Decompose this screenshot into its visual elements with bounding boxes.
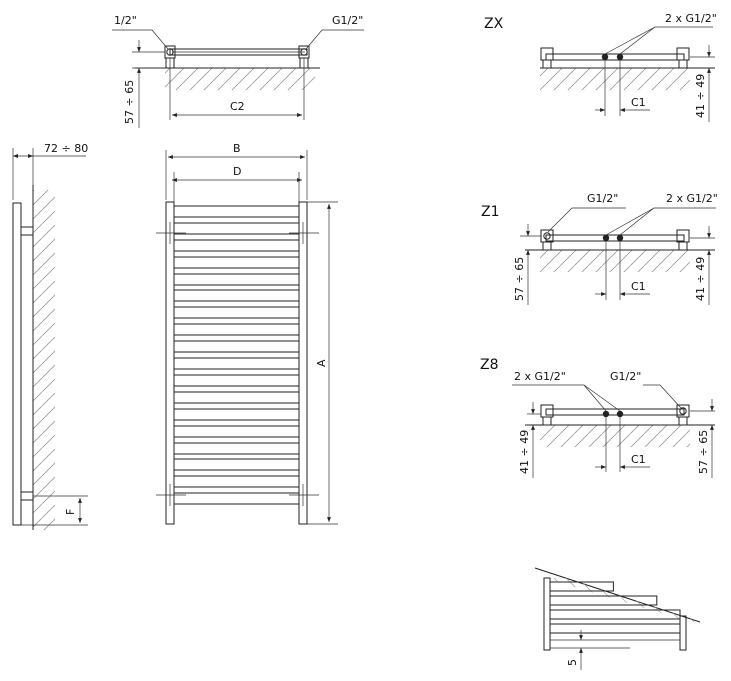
detail-rung [549,623,681,634]
column-right [298,201,308,525]
rung [173,458,300,471]
dim-f: F [64,509,77,515]
left-valve-icon [166,48,174,56]
rung [173,357,300,370]
variant-zx: ZX 2 x G1/2" C1 41 ÷ 49 [484,12,717,122]
rung [173,492,300,505]
label-connection-left: 1/2" [114,14,137,27]
label-z1-left: G1/2" [587,192,618,205]
dim-d: D [233,165,241,178]
rung [173,408,300,421]
bracket-bottom [20,491,34,501]
detail-rungs [549,581,681,634]
rung [173,289,300,302]
pipe-b-icon [616,53,624,61]
right-valve-icon [300,48,308,56]
dim-height-top: 57 ÷ 65 [123,80,136,124]
dim-gap: 5 [566,659,579,666]
z8-valve-icon [679,407,687,415]
label-connection-right: G1/2" [332,14,363,27]
title-zx: ZX [484,16,504,32]
rung [173,256,300,269]
detail-rung [549,581,614,592]
rung [173,205,300,218]
rung [173,374,300,387]
dim-z8-right: 57 ÷ 65 [697,430,710,474]
dim-z1-c1: C1 [631,280,646,293]
wall-hatch [165,68,315,90]
side-wall-hatch [33,190,55,530]
rung [173,273,300,286]
column-left [165,201,175,525]
rung [173,340,300,353]
leader-right [305,29,364,50]
variant-z8: Z8 2 x G1/2" G1/2" 41 ÷ 49 C1 57 ÷ [480,357,715,478]
dim-zx-height: 41 ÷ 49 [694,74,707,118]
dim-zx-c1: C1 [631,96,646,109]
rungs [173,205,300,505]
rung [173,442,300,455]
detail-rung [549,595,658,606]
dim-z1-right: 41 ÷ 49 [694,257,707,301]
dim-depth: 72 ÷ 80 [44,142,88,155]
label-z1-pipes: 2 x G1/2" [666,192,718,205]
detail-view: 5 [534,567,701,670]
label-z8-right: G1/2" [610,370,641,383]
bracket-top [20,226,34,236]
rung [173,475,300,488]
leader-left [112,29,169,50]
rung [173,425,300,438]
dim-z1-left: 57 ÷ 65 [513,257,526,301]
rung [173,391,300,404]
dim-b: B [233,142,241,155]
detail-rung [549,609,681,620]
front-view: B D A [156,142,338,525]
dim-c2: C2 [230,100,245,113]
rung [173,323,300,336]
dim-z8-c1: C1 [631,453,646,466]
label-zx-pipes: 2 x G1/2" [665,12,717,25]
title-z1: Z1 [481,204,500,220]
side-view: 72 ÷ 80 F [12,142,88,530]
rung [173,239,300,252]
z1-valve-icon [543,232,551,240]
side-radiator [12,202,22,526]
variant-z1: Z1 G1/2" 2 x G1/2" 57 ÷ 65 C1 41 ÷ [481,192,718,305]
rung [173,306,300,319]
dim-z8-left: 41 ÷ 49 [518,430,531,474]
rung [173,222,300,235]
title-z8: Z8 [480,357,499,373]
top-view: 1/2" G1/2" 57 ÷ 65 C2 [112,14,364,128]
label-z8-pipes: 2 x G1/2" [514,370,566,383]
dim-a: A [315,359,328,367]
pipe-a-icon [601,53,609,61]
